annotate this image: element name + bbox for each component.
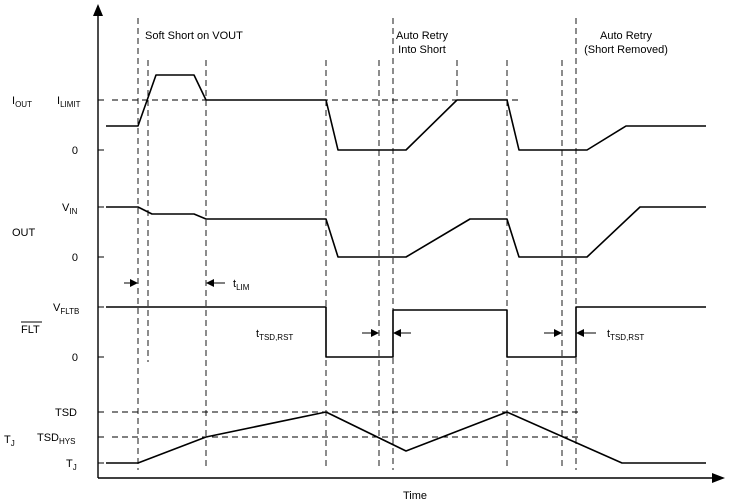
auto-retry-removed-line2: (Short Removed) <box>584 44 668 56</box>
flt-waveform <box>106 306 706 358</box>
y-ticks <box>98 99 104 464</box>
auto-retry-short-line2: Into Short <box>398 44 446 56</box>
level-ilimit: ILIMIT <box>57 95 81 109</box>
iout-waveform <box>106 74 706 151</box>
y-axis-arrowhead <box>93 4 103 16</box>
signal-out: OUT <box>12 227 36 239</box>
signal-iout: IOUT <box>12 95 32 109</box>
level-vfltb: VFLTB <box>53 302 79 316</box>
signal-tj: TJ <box>4 434 15 448</box>
level-tsd-hys: TSDHYS <box>37 432 75 446</box>
label-t-lim: tLIM <box>233 278 250 292</box>
level-out-zero: 0 <box>72 252 78 264</box>
x-axis-arrowhead <box>712 473 725 483</box>
tj-waveform <box>106 411 706 464</box>
vertical-markers <box>137 18 577 470</box>
level-tsd: TSD <box>55 407 77 419</box>
label-t-tsd-rst-2: tTSD,RST <box>607 328 644 342</box>
level-iout-zero: 0 <box>72 145 78 157</box>
x-axis-label: Time <box>403 490 427 502</box>
level-vin: VIN <box>62 202 78 216</box>
signal-flt: FLT <box>21 324 40 336</box>
soft-short-annotation: Soft Short on VOUT <box>145 30 243 42</box>
level-flt-zero: 0 <box>72 352 78 364</box>
level-tj: TJ <box>66 458 77 472</box>
auto-retry-removed-line1: Auto Retry <box>600 30 652 42</box>
label-t-tsd-rst-1: tTSD,RST <box>256 328 293 342</box>
out-waveform <box>106 206 706 258</box>
auto-retry-short-line1: Auto Retry <box>396 30 448 42</box>
